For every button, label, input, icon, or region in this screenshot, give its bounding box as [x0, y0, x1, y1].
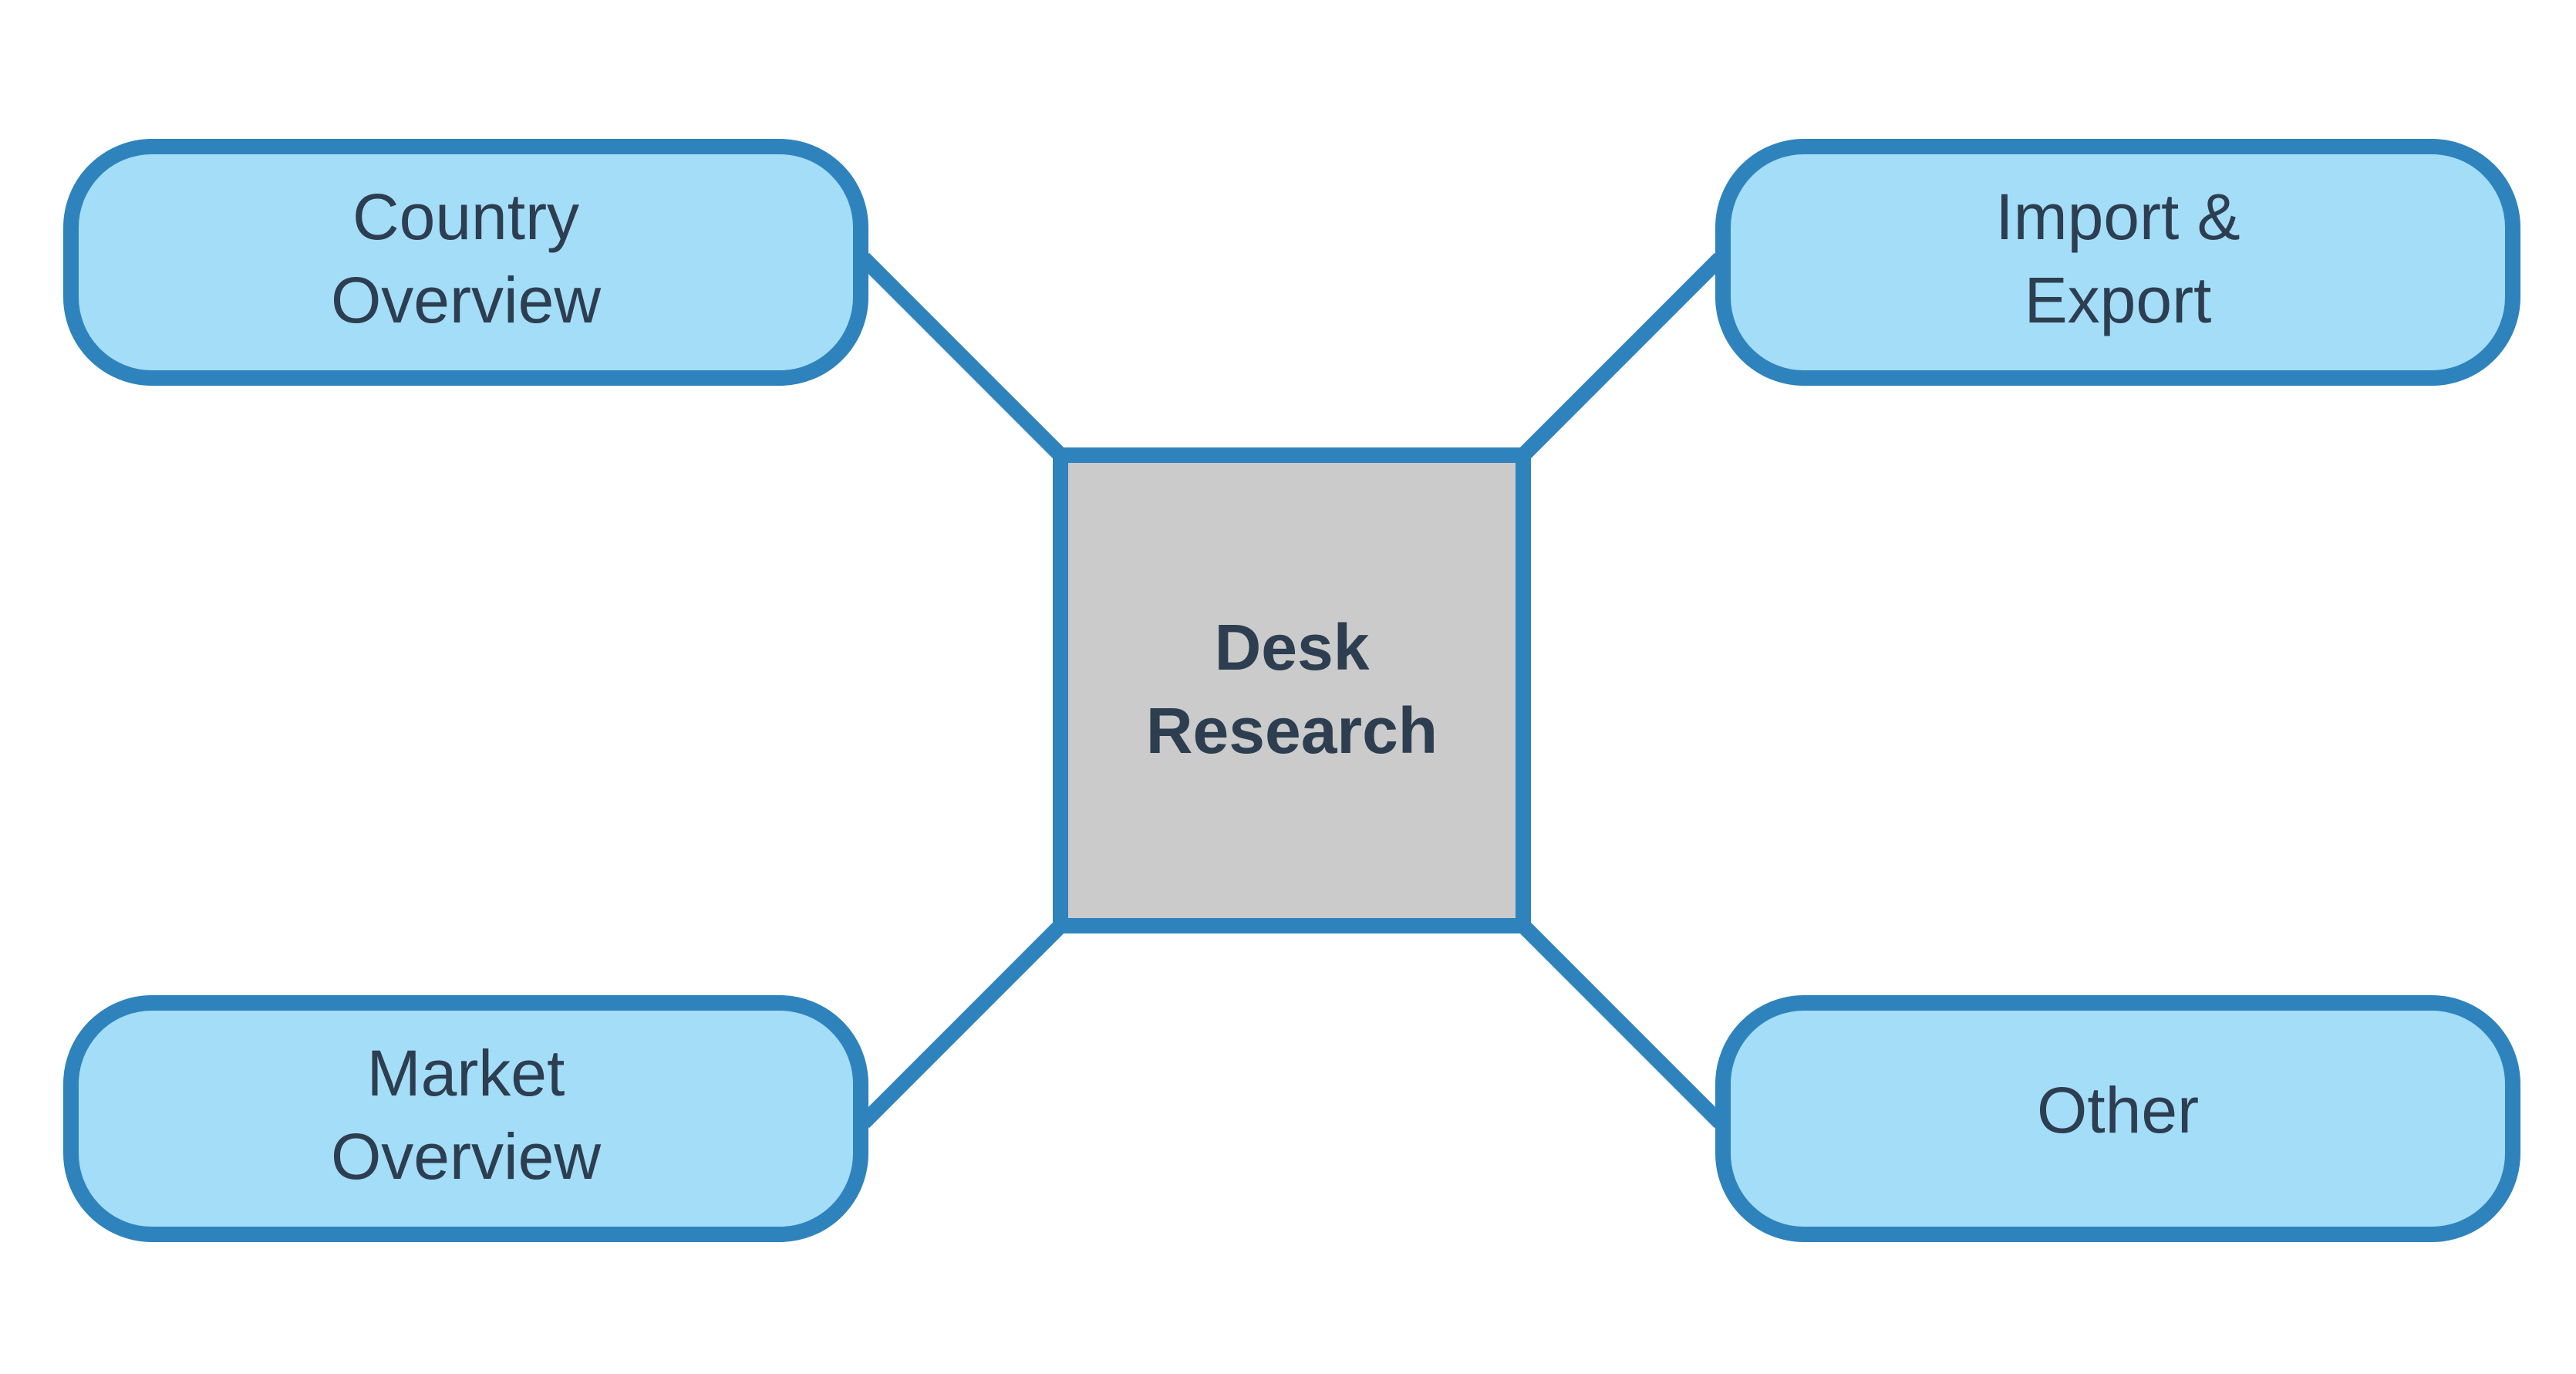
connector-bottom-left: [858, 920, 1067, 1129]
node-label-line1: Import &: [1995, 181, 2240, 253]
node-box: [1715, 139, 2520, 386]
connector-top-right: [1517, 252, 1726, 461]
node-label-line2: Export: [2025, 264, 2212, 336]
node-country-overview[interactable]: Country Overview: [63, 139, 868, 386]
node-box: [1715, 995, 2520, 1242]
node-box: [63, 139, 868, 386]
connectors: [858, 252, 1726, 1129]
node-import-export[interactable]: Import & Export: [1715, 139, 2520, 386]
node-label-line2: Overview: [331, 1120, 601, 1193]
node-label-line1: Market: [367, 1037, 565, 1109]
center-label-line1: Desk: [1215, 611, 1370, 684]
center-label-line2: Research: [1146, 694, 1438, 767]
connector-top-left: [858, 252, 1067, 461]
center-node-desk-research[interactable]: Desk Research: [1053, 447, 1531, 933]
node-label-line1: Other: [2037, 1074, 2199, 1146]
node-market-overview[interactable]: Market Overview: [63, 995, 868, 1242]
node-other[interactable]: Other: [1715, 995, 2520, 1242]
node-box: [63, 995, 868, 1242]
node-label-line2: Overview: [331, 264, 601, 336]
node-label-line1: Country: [352, 181, 579, 253]
connector-bottom-right: [1517, 920, 1726, 1129]
center-box: [1053, 447, 1531, 933]
